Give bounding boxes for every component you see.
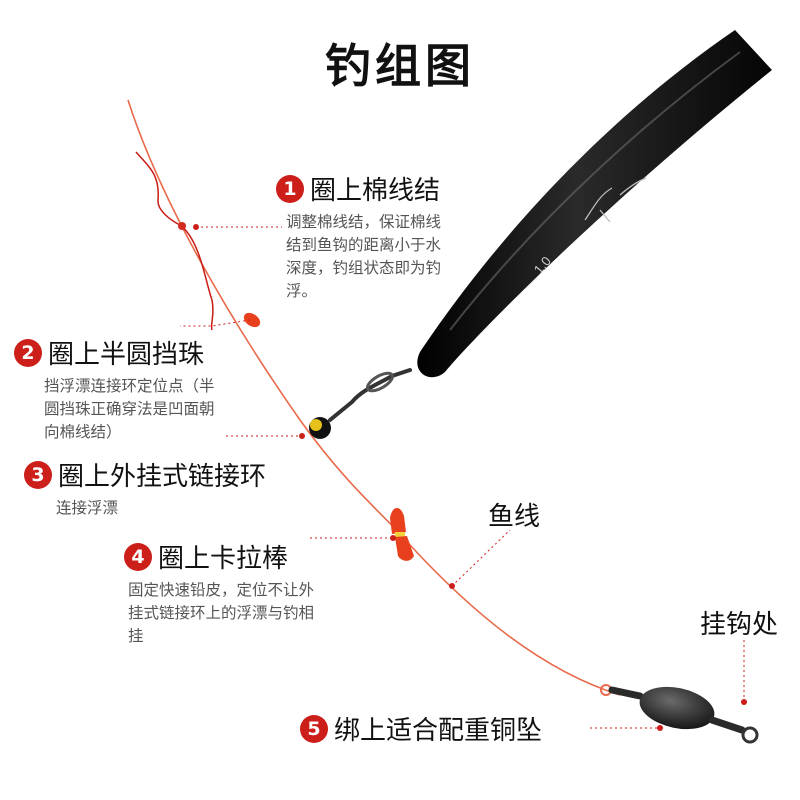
desc-line: 浮。 bbox=[286, 282, 318, 300]
link-ring-highlight bbox=[310, 419, 322, 431]
step-title: 圈上卡拉棒 bbox=[158, 544, 289, 574]
step-3: 3 圈上外挂式链接环 连接浮漂 bbox=[24, 456, 314, 520]
step-description: 调整棉线结，保证棉线 结到鱼钩的距离小于水 深度，钓组状态即为钓 浮。 bbox=[276, 211, 516, 303]
leader-dot-line bbox=[449, 583, 455, 589]
cara-stopper-lower bbox=[395, 536, 414, 561]
copper-weight bbox=[639, 686, 715, 730]
half-round-bead bbox=[243, 312, 261, 328]
weight-bottom-swivel bbox=[708, 716, 746, 734]
desc-line: 圆挡珠正确穿法是凹面朝 bbox=[44, 400, 215, 418]
step-description: 连接浮漂 bbox=[24, 497, 314, 520]
hook-point-label: 挂钩处 bbox=[700, 610, 779, 640]
step-number-badge: 5 bbox=[300, 714, 328, 743]
leader-dot-1 bbox=[193, 224, 199, 230]
swivel-connector bbox=[328, 368, 412, 422]
desc-line: 挡浮漂连接环定位点（半 bbox=[44, 377, 215, 395]
step-5: 5 绑上适合配重铜坠 bbox=[300, 710, 590, 747]
step-title: 圈上半圆挡珠 bbox=[48, 340, 205, 370]
desc-line: 结到鱼钩的距离小于水 bbox=[286, 236, 442, 254]
desc-line: 连接浮漂 bbox=[56, 499, 119, 517]
cotton-knot bbox=[178, 222, 186, 230]
step-number-badge: 3 bbox=[24, 460, 52, 489]
cotton-thread-tail bbox=[135, 151, 214, 331]
main-fishing-line bbox=[127, 99, 621, 696]
desc-line: 固定快速铅皮，定位不让外 bbox=[128, 581, 315, 599]
step-number-badge: 2 bbox=[14, 338, 42, 367]
desc-line: 挂式链接环上的浮漂与钓相 bbox=[128, 604, 315, 622]
leader-step-2 bbox=[180, 319, 251, 327]
leader-dot-5 bbox=[657, 725, 663, 731]
desc-line: 向棉线结） bbox=[44, 423, 122, 441]
leader-dot-3 bbox=[299, 433, 305, 439]
cara-stopper-upper bbox=[390, 507, 406, 534]
step-description: 挡浮漂连接环定位点（半 圆挡珠正确穿法是凹面朝 向棉线结） bbox=[14, 375, 284, 444]
float-highlight bbox=[449, 51, 741, 331]
step-title: 圈上外挂式链接环 bbox=[58, 462, 267, 492]
page-title: 钓组图 bbox=[325, 39, 475, 93]
float-calligraphy bbox=[584, 177, 647, 223]
leader-dot-hook bbox=[741, 699, 747, 705]
step-description: 固定快速铅皮，定位不让外 挂式链接环上的浮漂与钓相 挂 bbox=[124, 579, 384, 648]
step-title: 绑上适合配重铜坠 bbox=[334, 716, 543, 746]
leader-lines bbox=[180, 226, 745, 729]
desc-line: 深度，钓组状态即为钓 bbox=[286, 259, 442, 277]
desc-line: 挂 bbox=[128, 627, 144, 645]
float-body bbox=[417, 30, 772, 378]
desc-line: 调整棉线结，保证棉线 bbox=[286, 213, 442, 231]
fishing-line-label: 鱼线 bbox=[488, 502, 541, 532]
step-title: 圈上棉线结 bbox=[310, 176, 441, 206]
leader-fishing-line bbox=[451, 529, 511, 587]
step-4: 4 圈上卡拉棒 固定快速铅皮，定位不让外 挂式链接环上的浮漂与钓相 挂 bbox=[124, 538, 384, 648]
swivel-loop bbox=[366, 371, 394, 393]
step-1: 1 圈上棉线结 调整棉线结，保证棉线 结到鱼钩的距离小于水 深度，钓组状态即为钓… bbox=[276, 170, 516, 303]
hook-ring bbox=[741, 726, 759, 744]
step-2: 2 圈上半圆挡珠 挡浮漂连接环定位点（半 圆挡珠正确穿法是凹面朝 向棉线结） bbox=[14, 334, 284, 444]
step-number-badge: 4 bbox=[124, 542, 152, 571]
weight-top-swivel bbox=[608, 686, 644, 700]
leader-dot-4 bbox=[390, 535, 396, 541]
step-number-badge: 1 bbox=[276, 174, 304, 203]
cara-stopper-mid bbox=[395, 532, 405, 537]
